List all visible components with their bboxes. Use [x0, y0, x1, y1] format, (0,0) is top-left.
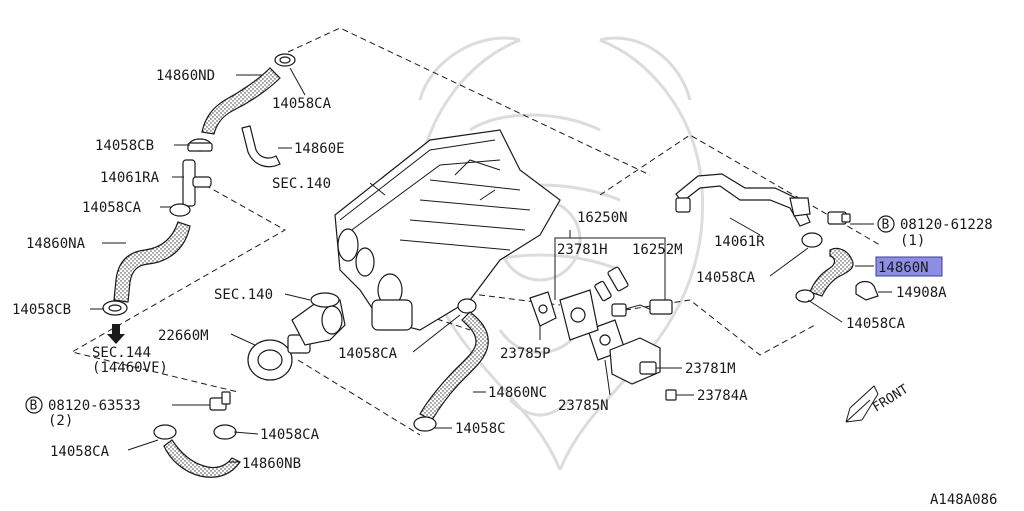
valve-body: [559, 289, 599, 341]
label-23785p[interactable]: 23785P: [500, 346, 551, 362]
front-arrow-icon: [845, 385, 879, 423]
clamp-14058cb-top: [187, 138, 213, 152]
label-14058cb-bot[interactable]: 14058CB: [12, 302, 71, 318]
label-14058ca-right[interactable]: 14058CA: [696, 270, 756, 286]
bolt-symbol-b-letter: B: [882, 218, 890, 233]
label-sec144[interactable]: SEC.144: [92, 345, 151, 361]
part-labels: 14860ND 14058CA 14058CB 14860E 14061RA 1…: [12, 68, 997, 508]
label-front: FRONT: [870, 382, 911, 416]
label-14058ca-mid[interactable]: 14058CA: [338, 346, 398, 362]
bolt-08120-63533: [209, 391, 231, 411]
label-14860nc[interactable]: 14860NC: [488, 385, 547, 401]
label-14860nb[interactable]: 14860NB: [242, 456, 301, 472]
bolt-symbol-b: B: [877, 215, 895, 233]
bracket-16250n: [554, 230, 666, 300]
label-23785n[interactable]: 23785N: [558, 398, 609, 414]
clamp-14058ca-mid: [457, 298, 477, 314]
label-14058ca-top[interactable]: 14058CA: [272, 96, 332, 112]
label-14860na[interactable]: 14860NA: [26, 236, 86, 252]
clip-14860e: [241, 125, 281, 168]
leader-lines: [90, 67, 892, 463]
label-14860e[interactable]: 14860E: [294, 141, 345, 157]
label-14061r[interactable]: 14061R: [714, 234, 765, 250]
label-14860nd[interactable]: 14860ND: [156, 68, 215, 84]
tee-14061ra: [182, 159, 212, 207]
label-14908a[interactable]: 14908A: [896, 285, 947, 301]
clamp-14058ca-top: [274, 53, 296, 67]
label-14860n[interactable]: 14860N: [878, 260, 929, 276]
label-08120-61228-qty: (1): [900, 233, 925, 249]
intake-manifold: [334, 129, 561, 331]
hose-14860na: [113, 221, 191, 303]
hose-14860nb: [163, 439, 241, 478]
label-14061ra[interactable]: 14061RA: [100, 170, 160, 186]
bolt-23784a: [665, 389, 677, 401]
sensor-23781h: [594, 266, 629, 302]
label-22660m[interactable]: 22660M: [158, 328, 209, 344]
label-sec140-b[interactable]: SEC.140: [272, 176, 331, 192]
bolt-symbol-a-letter: B: [30, 399, 38, 414]
hose-14860nd: [201, 67, 281, 135]
label-14058ca-rb[interactable]: 14058CA: [846, 316, 906, 332]
solenoid-23781m: [609, 337, 661, 385]
clamp-14058c: [413, 416, 437, 432]
label-08120-63533-qty: (2): [48, 413, 73, 429]
label-23781h[interactable]: 23781H: [557, 242, 608, 258]
bolt-08120-61228: [827, 211, 851, 225]
clamp-14058ca-low: [213, 424, 237, 440]
label-08120-61228[interactable]: 08120-61228: [900, 217, 993, 233]
clamp-14058ca-rb: [795, 289, 815, 303]
label-14058ca-btm[interactable]: 14058CA: [50, 444, 110, 460]
valve-22660m: [247, 292, 346, 381]
hose-14860n: [809, 247, 854, 297]
connector-16252m: [611, 299, 673, 317]
bolt-symbol-a: B: [25, 396, 43, 414]
label-16250n[interactable]: 16250N: [577, 210, 628, 226]
highlight-14860n: [875, 256, 943, 277]
label-14058ca-left[interactable]: 14058CA: [82, 200, 142, 216]
label-14058ca-low[interactable]: 14058CA: [260, 427, 320, 443]
clamp-14058ca-left: [169, 203, 191, 217]
clamp-14058ca-btm: [153, 424, 177, 440]
diagram-code: A148A086: [930, 492, 997, 508]
label-14058cb-top[interactable]: 14058CB: [95, 138, 154, 154]
clamp-14058ca-right: [801, 232, 823, 248]
label-23784a[interactable]: 23784A: [697, 388, 748, 404]
clip-14908a: [855, 280, 879, 301]
label-sec144-sub: (14460VF): [92, 360, 168, 376]
pipe-14061r: [675, 173, 811, 227]
hose-14860nc: [419, 311, 489, 421]
label-08120-63533[interactable]: 08120-63533: [48, 398, 141, 414]
arrow-down-icon: [107, 324, 125, 344]
label-16252m[interactable]: 16252M: [632, 242, 683, 258]
label-23781m[interactable]: 23781M: [685, 361, 736, 377]
label-sec140-a[interactable]: SEC.140: [214, 287, 273, 303]
gasket-23785p: [529, 291, 557, 327]
clamp-14058cb-bot: [102, 300, 128, 316]
label-14058c[interactable]: 14058C: [455, 421, 506, 437]
